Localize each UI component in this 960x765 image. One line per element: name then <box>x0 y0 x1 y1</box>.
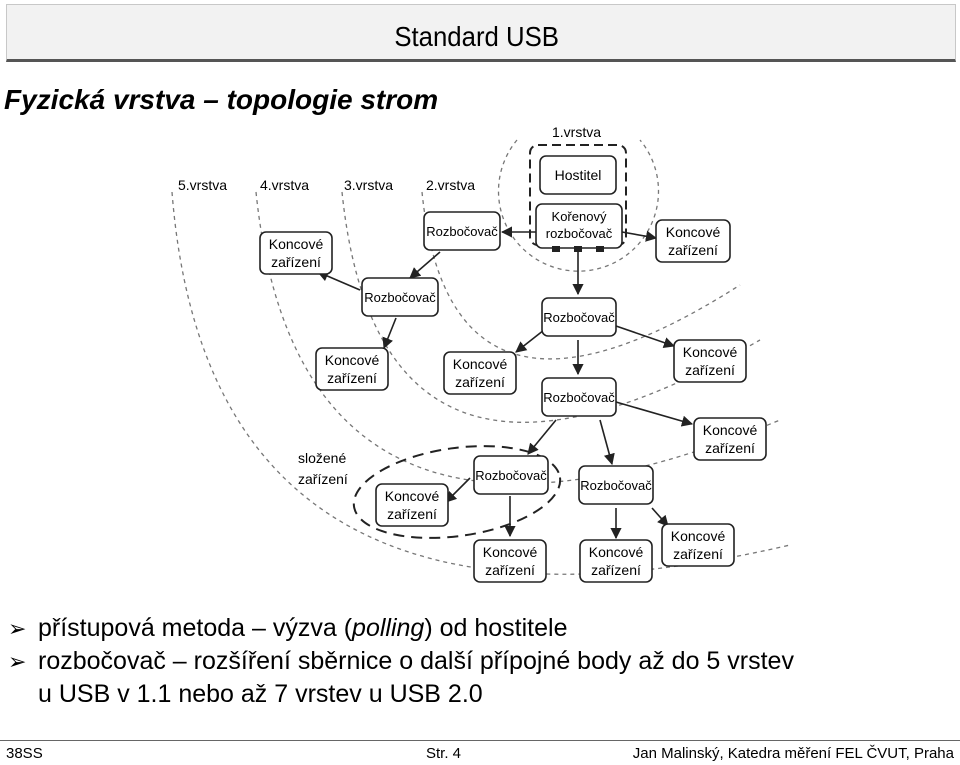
hub-label: Rozbočovač <box>364 290 436 305</box>
device-label-line2: zařízení <box>668 242 718 258</box>
bullet-item: ➢ rozbočovač – rozšíření sběrnice o další… <box>8 645 794 678</box>
layer-label-2: 2.vrstva <box>426 177 475 193</box>
hub-label: Rozbočovač <box>580 478 652 493</box>
composite-device-outline <box>352 445 562 539</box>
header-title: Standard USB <box>394 21 559 52</box>
edge-hub-mid1-to-device-right <box>615 325 676 349</box>
layer-label-5: 5.vrstva <box>178 177 227 193</box>
arrow-bullet-icon: ➢ <box>8 616 27 641</box>
arrow-bullet-icon: ➢ <box>8 649 27 674</box>
device-node: Koncové zařízení <box>315 347 389 391</box>
edge-hub-l2a-to-hub-l3 <box>409 251 441 279</box>
bullet-list: ➢ přístupová metoda – výzva (polling) od … <box>8 612 794 711</box>
hub-label: Rozbočovač <box>543 390 615 405</box>
layer-label-1: 1.vrstva <box>552 124 601 140</box>
device-label-line1: Koncové <box>589 544 644 560</box>
footer-author: Jan Malinský, Katedra měření FEL ČVUT, P… <box>632 745 954 762</box>
device-label-line1: Koncové <box>703 422 758 438</box>
footer-course-code: 38SS <box>6 745 43 762</box>
device-label-line1: Koncové <box>385 488 440 504</box>
device-label-line2: zařízení <box>485 562 535 578</box>
edge-hub-mid1-to-device-left <box>515 329 545 353</box>
device-label-line1: Koncové <box>453 356 508 372</box>
root-hub-label-line2: rozbočovač <box>546 226 613 241</box>
hub-label: Rozbočovač <box>475 468 547 483</box>
device-label-line1: Koncové <box>671 528 726 544</box>
device-label-line1: Koncové <box>483 544 538 560</box>
device-label-line2: zařízení <box>387 506 437 522</box>
edge-hub-mid2-to-device-right2 <box>615 401 694 427</box>
device-label-line2: zařízení <box>327 370 377 386</box>
device-label-line2: zařízení <box>455 374 505 390</box>
slide-header: Standard USB <box>6 4 956 62</box>
usb-topology-diagram: 1.vrstva 2.vrstva 3.vrstva 4.vrstva 5.vr… <box>171 124 791 583</box>
edge-hub-mid2-to-hub-composite <box>527 419 557 455</box>
hub-node: Rozbočovač <box>423 211 501 251</box>
device-label-line2: zařízení <box>271 254 321 270</box>
device-node: Koncové zařízení <box>579 539 653 583</box>
device-node: Koncové zařízení <box>443 351 517 395</box>
footer-page-number: Str. 4 <box>426 745 462 762</box>
layer-arc-3 <box>341 191 761 423</box>
layer-arc-2 <box>421 191 741 360</box>
device-label-line1: Koncové <box>683 344 738 360</box>
device-node: Koncové zařízení <box>693 417 767 461</box>
root-hub-node: Kořenový rozbočovač <box>535 203 623 252</box>
bullet-text-pre: přístupová metoda – výzva ( <box>38 614 353 642</box>
device-node-composite: Koncové zařízení <box>375 483 449 527</box>
bullet-text-post: ) od hostitele <box>424 614 568 642</box>
bullet-text-emphasis: polling <box>352 614 425 642</box>
hub-node: Rozbočovač <box>541 297 617 337</box>
device-label-line2: zařízení <box>591 562 641 578</box>
device-node: Koncové zařízení <box>661 523 735 567</box>
device-label-line1: Koncové <box>269 236 324 252</box>
layer-arc-4 <box>255 191 781 485</box>
device-node: Koncové zařízení <box>473 539 547 583</box>
device-node: Koncové zařízení <box>673 339 747 383</box>
hub-label: Rozbočovač <box>543 310 615 325</box>
bullet-continuation: u USB v 1.1 nebo až 7 vrstev u USB 2.0 <box>38 680 483 708</box>
root-hub-label-line1: Kořenový <box>552 209 607 224</box>
edge-root-to-device-right <box>621 230 658 242</box>
device-node: Koncové zařízení <box>259 231 333 275</box>
device-label-line2: zařízení <box>685 362 735 378</box>
layer-arc-5 <box>171 191 791 575</box>
device-label-line2: zařízení <box>673 546 723 562</box>
layer-arc-1 <box>497 139 660 272</box>
device-node: Koncové zařízení <box>655 219 731 263</box>
host-label: Hostitel <box>555 167 602 183</box>
bullet-item: ➢ přístupová metoda – výzva (polling) od … <box>8 612 794 645</box>
device-label-line2: zařízení <box>705 440 755 456</box>
edge-hub-l3-to-device-l5 <box>382 317 397 350</box>
slide-footer: 38SS Str. 4 Jan Malinský, Katedra měření… <box>0 740 960 765</box>
host-node: Hostitel <box>539 155 617 195</box>
composite-label-line2: zařízení <box>298 471 348 487</box>
hub-node: Rozbočovač <box>473 455 549 495</box>
device-label-line1: Koncové <box>325 352 380 368</box>
edge-hub-composite-to-device-composite <box>445 477 471 503</box>
edge-hub-l3-to-device-l4 <box>316 270 361 291</box>
layer-label-3: 3.vrstva <box>344 177 393 193</box>
hub-node: Rozbočovač <box>361 277 439 317</box>
device-label-line1: Koncové <box>666 224 721 240</box>
bullet-text: rozbočovač – rozšíření sběrnice o další … <box>38 647 794 675</box>
edge-hub-l5-to-device-bottom3 <box>651 507 669 527</box>
composite-label-line1: složené <box>298 450 346 466</box>
hub-node: Rozbočovač <box>541 377 617 417</box>
layer-label-4: 4.vrstva <box>260 177 309 193</box>
edge-hub-mid2-to-hub-l5 <box>599 419 615 466</box>
slide-title: Fyzická vrstva – topologie strom <box>4 84 439 115</box>
hub-label: Rozbočovač <box>426 224 498 239</box>
hub-node: Rozbočovač <box>578 465 654 505</box>
